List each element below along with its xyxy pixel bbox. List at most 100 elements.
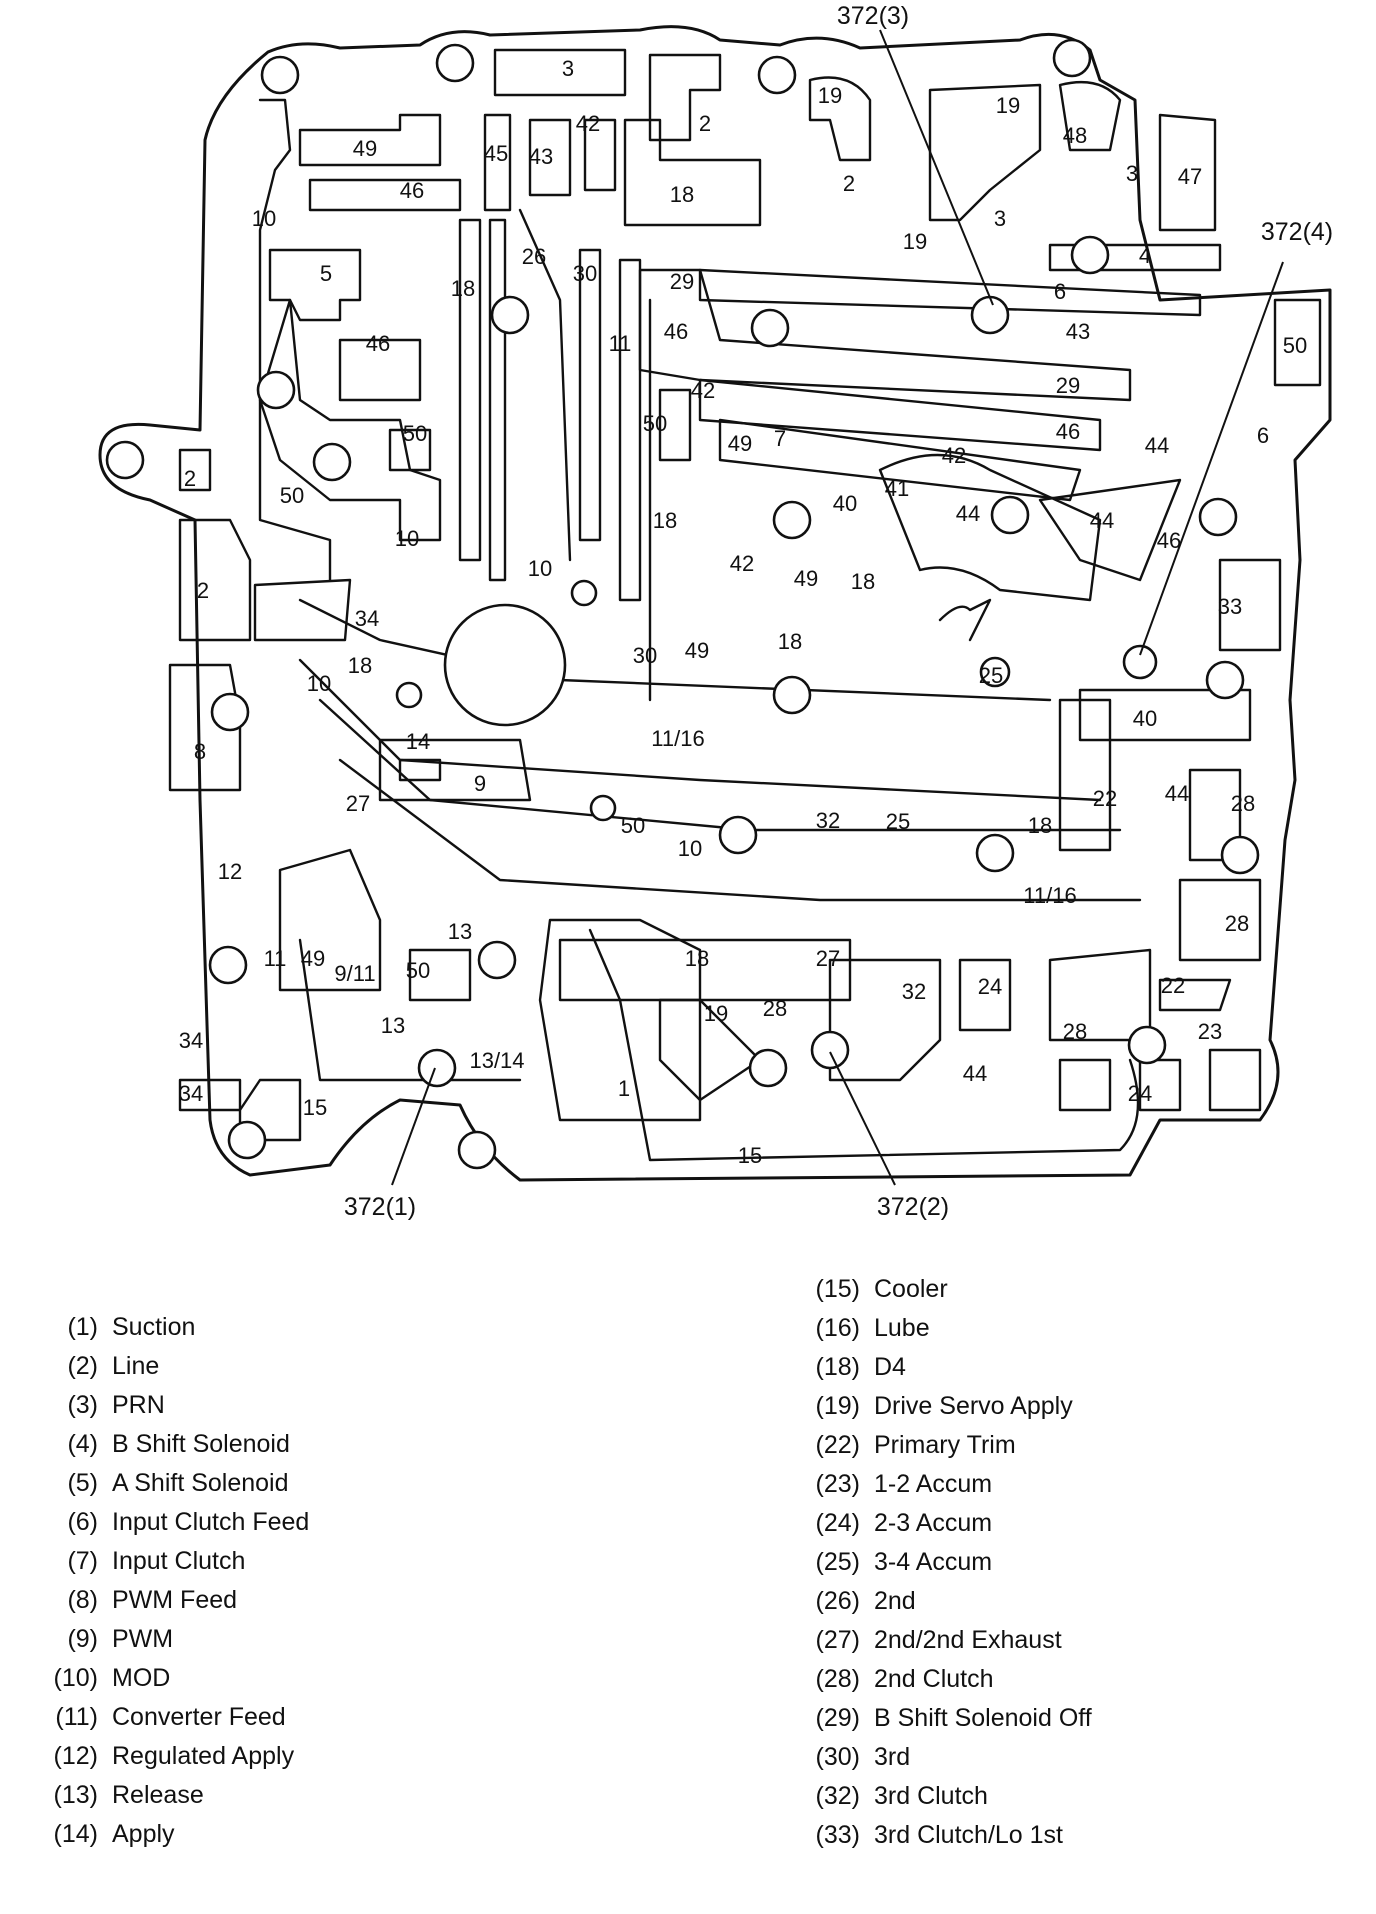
svg-text:14: 14	[406, 729, 430, 754]
legend-item: (8)PWM Feed	[28, 1581, 309, 1620]
svg-text:46: 46	[400, 178, 424, 203]
legend-code: (16)	[815, 1314, 860, 1342]
svg-text:18: 18	[685, 946, 709, 971]
legend-code: (25)	[815, 1548, 860, 1576]
svg-text:13: 13	[448, 919, 472, 944]
svg-text:42: 42	[730, 551, 754, 576]
svg-text:30: 30	[573, 261, 597, 286]
legend-code: (33)	[815, 1821, 860, 1849]
svg-text:25: 25	[886, 809, 910, 834]
legend-item: (30) 3rd	[790, 1738, 1092, 1777]
svg-text:18: 18	[653, 508, 677, 533]
legend-code: (3)	[67, 1391, 98, 1419]
legend-item: (10)MOD	[28, 1659, 309, 1698]
legend-item: (28)2nd Clutch	[790, 1660, 1092, 1699]
svg-text:26: 26	[522, 244, 546, 269]
svg-text:49: 49	[301, 946, 325, 971]
legend-item: (26)2nd	[790, 1582, 1092, 1621]
legend-name: Cooler	[874, 1275, 948, 1303]
legend-item: (19)Drive Servo Apply	[790, 1387, 1092, 1426]
callout-372-3: 372(3)	[837, 2, 909, 30]
svg-text:18: 18	[1028, 813, 1052, 838]
legend-name: Suction	[112, 1313, 196, 1341]
svg-text:19: 19	[996, 93, 1020, 118]
legend-code: (5)	[67, 1469, 98, 1497]
legend-code: (8)	[67, 1586, 98, 1614]
callout-372-1: 372(1)	[344, 1193, 416, 1221]
svg-text:1: 1	[618, 1076, 630, 1101]
legend-item: (4)B Shift Solenoid	[28, 1425, 309, 1464]
svg-text:44: 44	[1090, 508, 1114, 533]
legend-left: (1)Suction(2)Line(3)PRN(4)B Shift Soleno…	[28, 1308, 310, 1854]
svg-text:49: 49	[353, 136, 377, 161]
legend-name: D4	[874, 1353, 906, 1381]
callout-372-2: 372(2)	[877, 1193, 949, 1221]
svg-text:49: 49	[794, 566, 818, 591]
plate-outline	[98, 25, 1332, 1182]
svg-text:40: 40	[1133, 706, 1157, 731]
svg-text:10: 10	[528, 556, 552, 581]
svg-text:42: 42	[576, 111, 600, 136]
svg-text:2: 2	[843, 171, 855, 196]
legend-code: (14)	[53, 1820, 98, 1848]
svg-text:12: 12	[218, 859, 242, 884]
legend-code: (10)	[53, 1664, 98, 1692]
legend-name: 1-2 Accum	[874, 1470, 993, 1498]
svg-text:3: 3	[994, 206, 1006, 231]
legend-item: (7)Input Clutch	[28, 1542, 309, 1581]
legend-name: Lube	[874, 1314, 930, 1342]
legend-code: (11)	[55, 1703, 98, 1731]
svg-text:11/16: 11/16	[651, 726, 704, 751]
svg-text:7: 7	[774, 426, 786, 451]
svg-text:18: 18	[851, 569, 875, 594]
svg-text:3: 3	[562, 56, 574, 81]
svg-text:11: 11	[264, 946, 287, 971]
legend-name: 2-3 Accum	[874, 1509, 993, 1537]
svg-text:2: 2	[699, 111, 711, 136]
legend-code: (9)	[67, 1625, 98, 1653]
svg-text:45: 45	[484, 141, 508, 166]
legend-item: (16) Lube	[790, 1309, 1092, 1348]
legend-name: 2nd Clutch	[874, 1665, 994, 1693]
legend-name: 3rd	[874, 1743, 911, 1771]
legend-item: (14)Apply	[28, 1815, 309, 1854]
holes	[105, 38, 1260, 1170]
channel-labels: 3 2 19 19 48 42 49 45 43 46 18 2 3 47 10…	[179, 56, 1307, 1168]
svg-text:18: 18	[670, 182, 694, 207]
svg-text:5: 5	[320, 261, 332, 286]
legend-item: (13)Release	[28, 1776, 309, 1815]
channels	[168, 48, 1322, 1162]
svg-text:48: 48	[1063, 123, 1087, 148]
svg-text:50: 50	[1283, 333, 1307, 358]
callouts: 372(3) 372(4) 372(1) 372(2)	[344, 2, 1333, 1221]
legend-item: (15) Cooler	[790, 1270, 1092, 1309]
legend-code: (15)	[815, 1275, 860, 1303]
svg-text:10: 10	[307, 671, 331, 696]
valve-body-diagram: 3 2 19 19 48 42 49 45 43 46 18 2 3 47 10…	[98, 2, 1333, 1221]
legend-item: (24)2-3 Accum	[790, 1504, 1092, 1543]
legend-right: (15)Cooler(16)Lube(18)D4(19)Drive Servo …	[790, 1270, 1092, 1855]
svg-text:27: 27	[346, 791, 370, 816]
legend-name: Primary Trim	[874, 1431, 1016, 1459]
legend-name: Input Clutch Feed	[112, 1508, 310, 1536]
svg-text:50: 50	[406, 958, 430, 983]
legend-code: (23)	[815, 1470, 860, 1498]
accum-25-marker	[979, 656, 1011, 688]
svg-text:42: 42	[691, 378, 715, 403]
callout-372-4: 372(4)	[1261, 218, 1333, 246]
svg-text:47: 47	[1178, 164, 1202, 189]
svg-text:50: 50	[403, 421, 427, 446]
svg-text:22: 22	[1161, 973, 1185, 998]
svg-text:18: 18	[451, 276, 475, 301]
legend-code: (2)	[67, 1352, 98, 1380]
legend-code: (7)	[67, 1547, 98, 1575]
legend-code: (30)	[815, 1743, 860, 1771]
legend-item: (29)B Shift Solenoid Off	[790, 1699, 1092, 1738]
svg-text:32: 32	[902, 979, 926, 1004]
legend-code: (1)	[67, 1313, 98, 1341]
svg-text:15: 15	[303, 1095, 327, 1120]
svg-text:46: 46	[1056, 419, 1080, 444]
svg-text:10: 10	[678, 836, 702, 861]
svg-text:22: 22	[1093, 786, 1117, 811]
leader-lines	[391, 29, 1284, 1186]
